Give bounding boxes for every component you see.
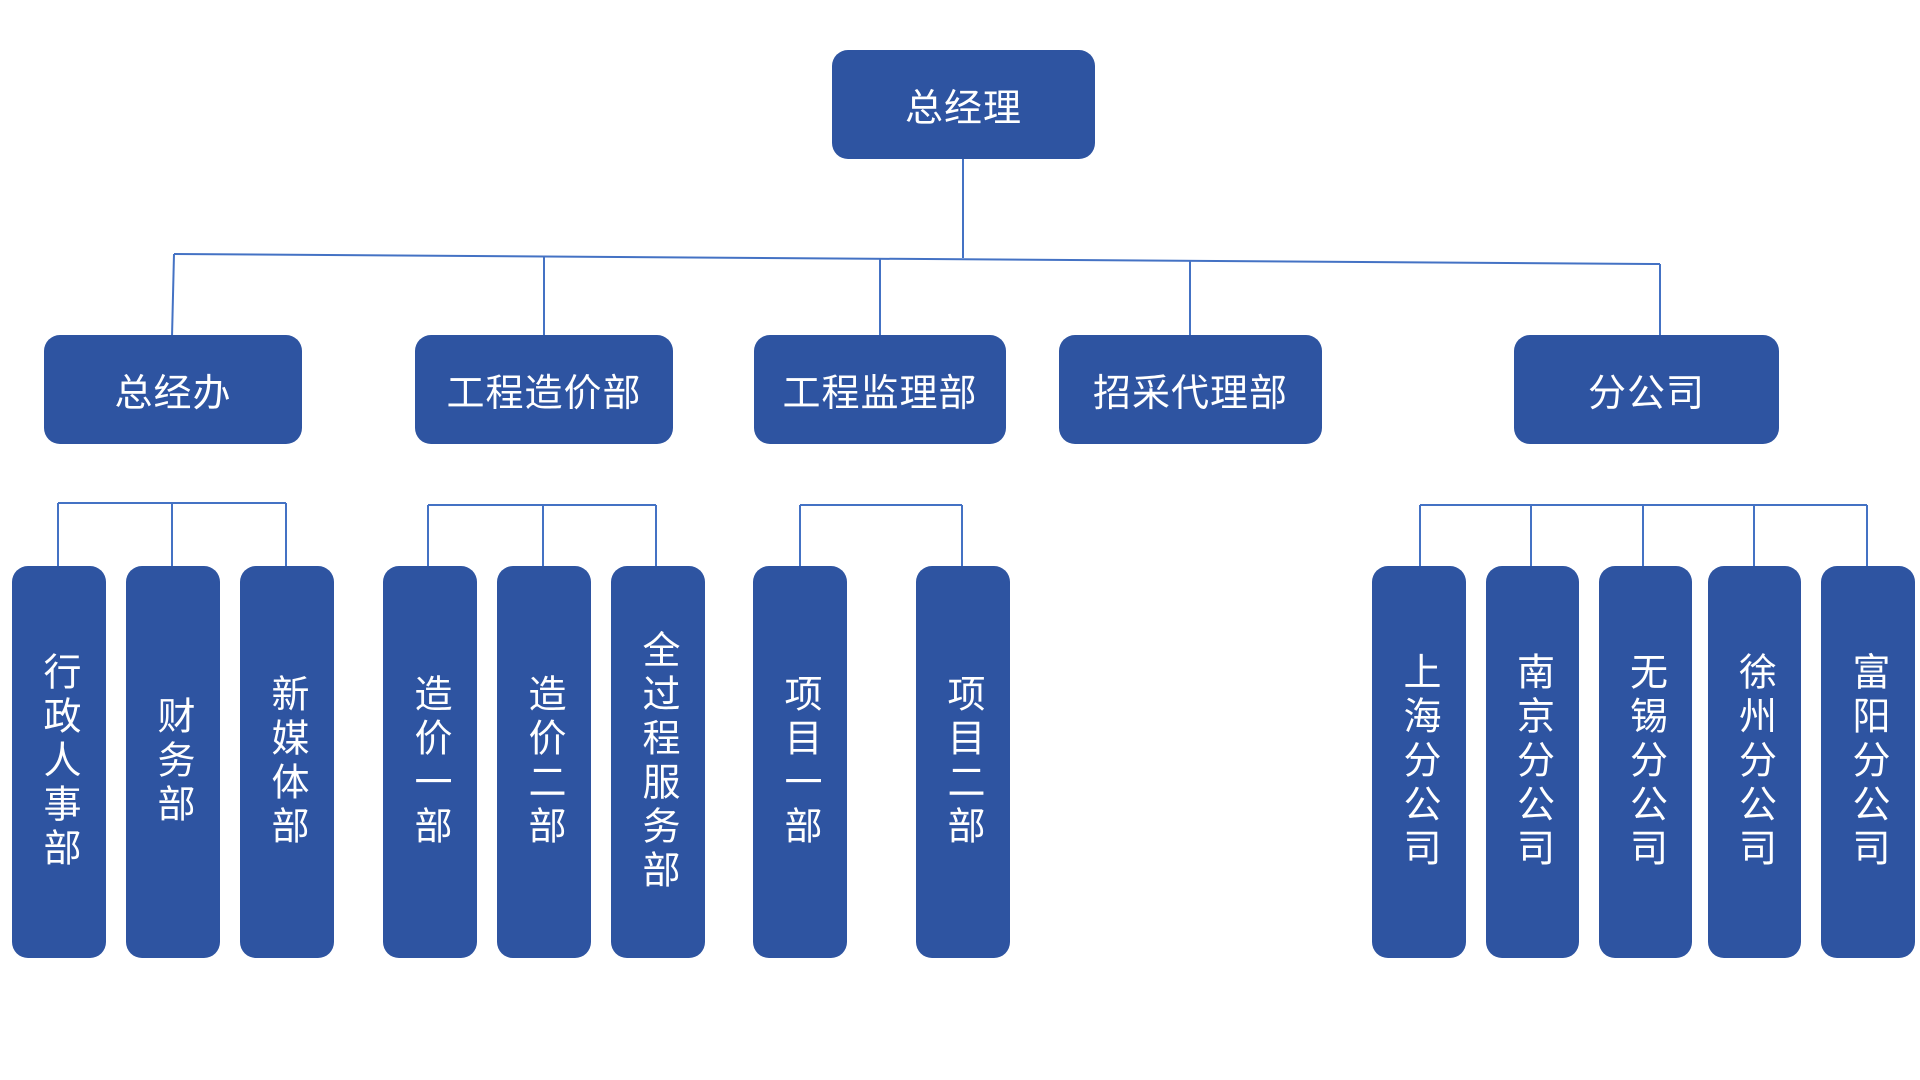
dept-node-5: 分公司 [1514,335,1779,444]
unit-node-5-3: 无锡分公司 [1599,566,1692,958]
connector-top-bar [173,253,1661,265]
dept-node-3: 工程监理部 [754,335,1006,444]
unit-node-2-3: 全过程服务部 [611,566,705,958]
unit-node-5-1: 上海分公司 [1372,566,1466,958]
unit-node-3-1: 项目一部 [753,566,847,958]
root-node: 总经理 [832,50,1095,159]
dept-node-4: 招采代理部 [1059,335,1322,444]
connector-dept-1 [171,253,175,338]
unit-node-2-1: 造价一部 [383,566,477,958]
dept-node-1: 总经办 [44,335,302,444]
unit-node-5-2: 南京分公司 [1486,566,1579,958]
unit-node-1-1: 行政人事部 [12,566,106,958]
unit-node-1-2: 财务部 [126,566,220,958]
unit-node-5-5: 富阳分公司 [1821,566,1915,958]
unit-node-1-3: 新媒体部 [240,566,334,958]
unit-node-5-4: 徐州分公司 [1708,566,1801,958]
unit-node-2-2: 造价二部 [497,566,591,958]
dept-node-2: 工程造价部 [415,335,673,444]
unit-node-3-2: 项目二部 [916,566,1010,958]
